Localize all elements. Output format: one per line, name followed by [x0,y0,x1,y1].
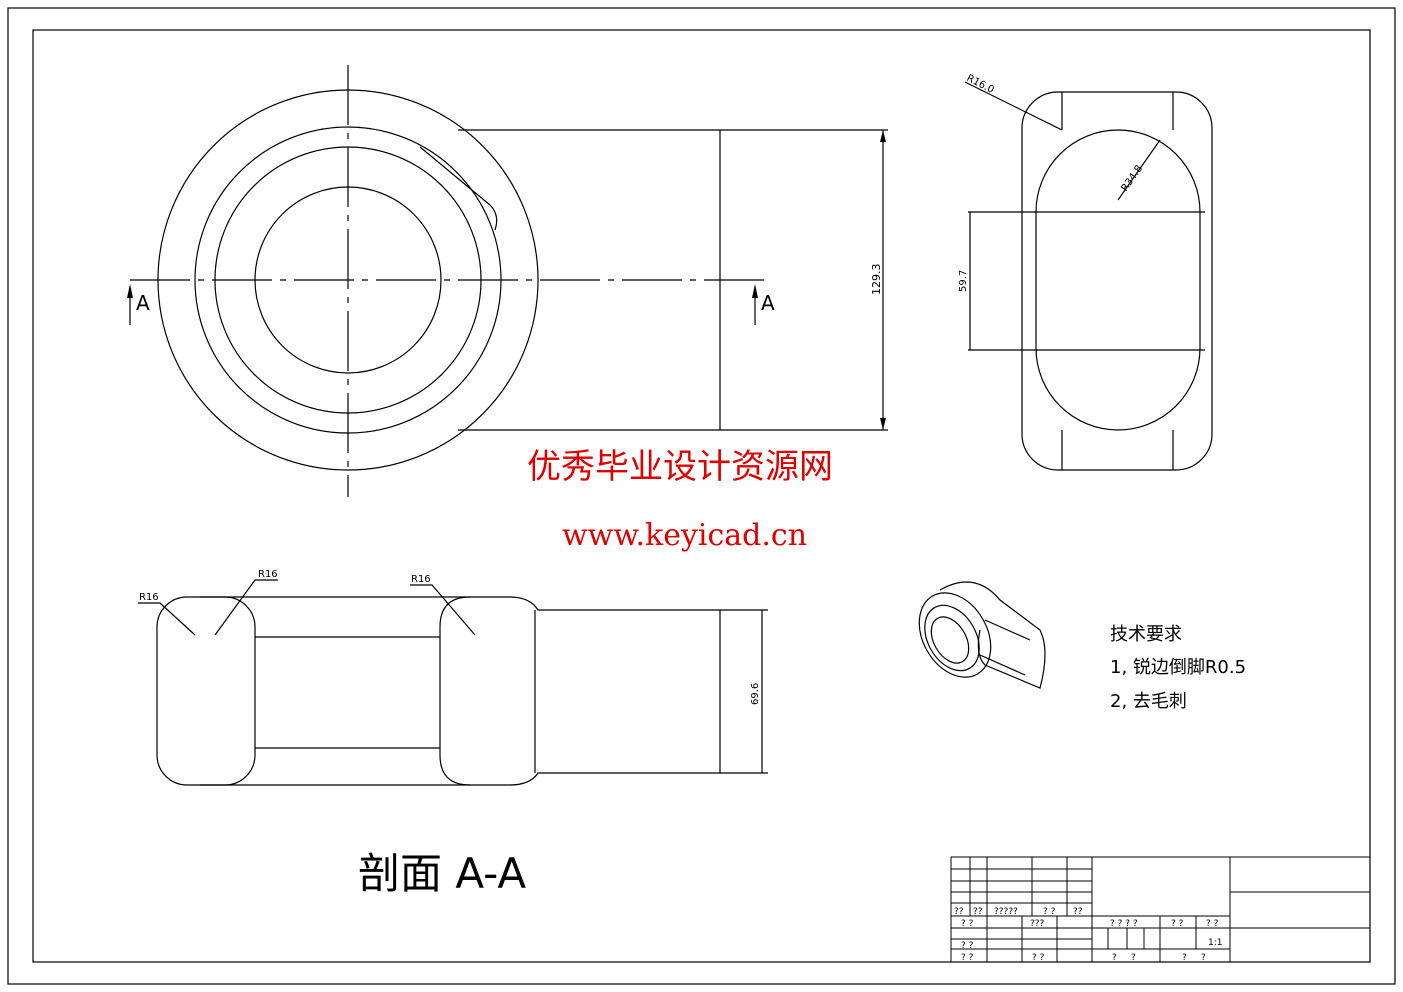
svg-text:? ?: ? ? [1206,919,1219,929]
svg-text:???: ??? [1030,919,1045,929]
svg-text:?: ? [1112,953,1117,963]
tech-requirements: 技术要求 1, 锐边倒脚R0.5 2, 去毛刺 [1110,624,1246,712]
title-block [950,856,1371,963]
outer-border [7,7,1396,985]
svg-text:? ?: ? ? [1171,919,1184,929]
tech-title: 技术要求 [1110,624,1182,645]
svg-text:??: ?? [1073,907,1083,917]
side-view: R16.0 R34.8 59.7 [958,73,1213,471]
title-block-text: ?? ?? ????? ? ? ?? ? ? ??? ? ? ? ? ? ? ?… [954,907,1222,963]
svg-text:1:1: 1:1 [1208,938,1222,948]
svg-text:??: ?? [973,907,983,917]
dim-section-height: 69.6 [750,683,761,705]
section-caption: 剖面 A-A [358,849,526,898]
dim-right-width: 59.7 [958,270,969,292]
svg-text:?: ? [1182,953,1187,963]
svg-text:? ?: ? ? [961,953,974,963]
svg-text:?????: ????? [994,907,1018,917]
front-view: 129.3 A A [127,65,888,497]
tech-item: 1, 锐边倒脚R0.5 [1110,657,1246,678]
radius-label: R16 [411,574,431,585]
isometric-view [918,581,1046,689]
svg-text:? ?: ? ? [1043,907,1056,917]
radius-label: R16 [139,592,159,603]
section-mark-left: A [136,291,150,315]
section-mark-right: A [761,291,775,315]
svg-text:? ?: ? ? [961,941,974,951]
dim-top-height: 129.3 [870,264,883,296]
watermark-title: 优秀毕业设计资源网 [527,447,833,487]
svg-text:?: ? [1201,953,1206,963]
radius-label: R16.0 [965,73,996,96]
svg-text:?: ? [1131,953,1136,963]
svg-text:? ? ? ?: ? ? ? ? [1110,919,1138,929]
tech-item: 2, 去毛刺 [1110,691,1187,712]
inner-border [32,29,1371,963]
svg-text:? ?: ? ? [961,919,974,929]
radius-label: R16 [258,569,278,580]
radius-label: R34.8 [1119,163,1145,193]
section-view: 69.6 R16 R16 R16 剖面 A-A [138,569,768,898]
watermark-url: www.keyicad.cn [562,518,807,553]
svg-text:??: ?? [954,907,964,917]
svg-text:? ?: ? ? [1032,953,1045,963]
